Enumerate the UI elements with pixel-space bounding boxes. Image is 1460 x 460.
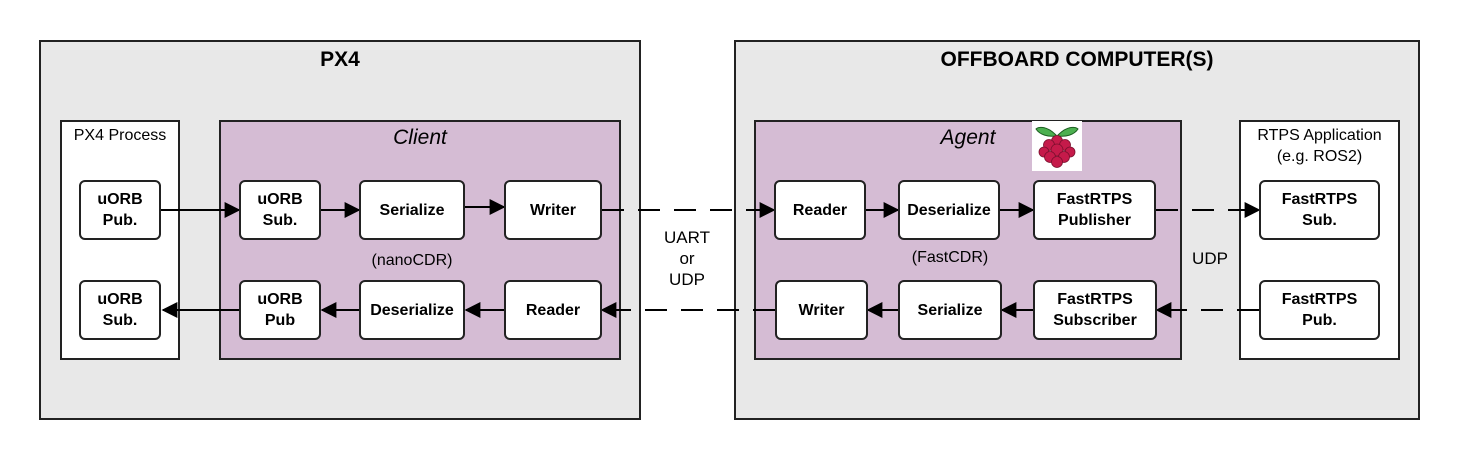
client-agent-link-label: UART or UDP bbox=[664, 228, 710, 289]
rtps-application-title: RTPS Application (e.g. ROS2) bbox=[1257, 127, 1382, 165]
client-deserialize-node: Deserialize bbox=[359, 280, 465, 340]
px4-uorb-sub-node: uORB Sub. bbox=[79, 280, 161, 340]
raspberry-pi-icon bbox=[1032, 121, 1082, 171]
agent-rtps-link-label: UDP bbox=[1192, 249, 1228, 268]
client-reader-node: Reader bbox=[504, 280, 602, 340]
px4-region-title: PX4 bbox=[320, 48, 360, 71]
client-uorb-sub-node: uORB Sub. bbox=[239, 180, 321, 240]
agent-writer-node: Writer bbox=[775, 280, 868, 340]
client-writer-node: Writer bbox=[504, 180, 602, 240]
client-title: Client bbox=[393, 126, 447, 149]
agent-reader-node: Reader bbox=[774, 180, 866, 240]
client-encoding-note: (nanoCDR) bbox=[371, 252, 453, 269]
agent-deserialize-node: Deserialize bbox=[898, 180, 1000, 240]
offboard-region-title: OFFBOARD COMPUTER(S) bbox=[940, 48, 1214, 71]
agent-title: Agent bbox=[940, 126, 996, 149]
agent-encoding-note: (FastCDR) bbox=[911, 249, 989, 266]
rtps-fastrtps-sub-node: FastRTPS Sub. bbox=[1259, 180, 1380, 240]
px4-uorb-pub-node: uORB Pub. bbox=[79, 180, 161, 240]
rtps-fastrtps-pub-node: FastRTPS Pub. bbox=[1259, 280, 1380, 340]
client-serialize-node: Serialize bbox=[359, 180, 465, 240]
client-uorb-pub-node: uORB Pub bbox=[239, 280, 321, 340]
agent-fastrtps-publisher-node: FastRTPS Publisher bbox=[1033, 180, 1156, 240]
px4-process-title: PX4 Process bbox=[73, 127, 167, 144]
agent-fastrtps-subscriber-node: FastRTPS Subscriber bbox=[1033, 280, 1157, 340]
agent-serialize-node: Serialize bbox=[898, 280, 1002, 340]
